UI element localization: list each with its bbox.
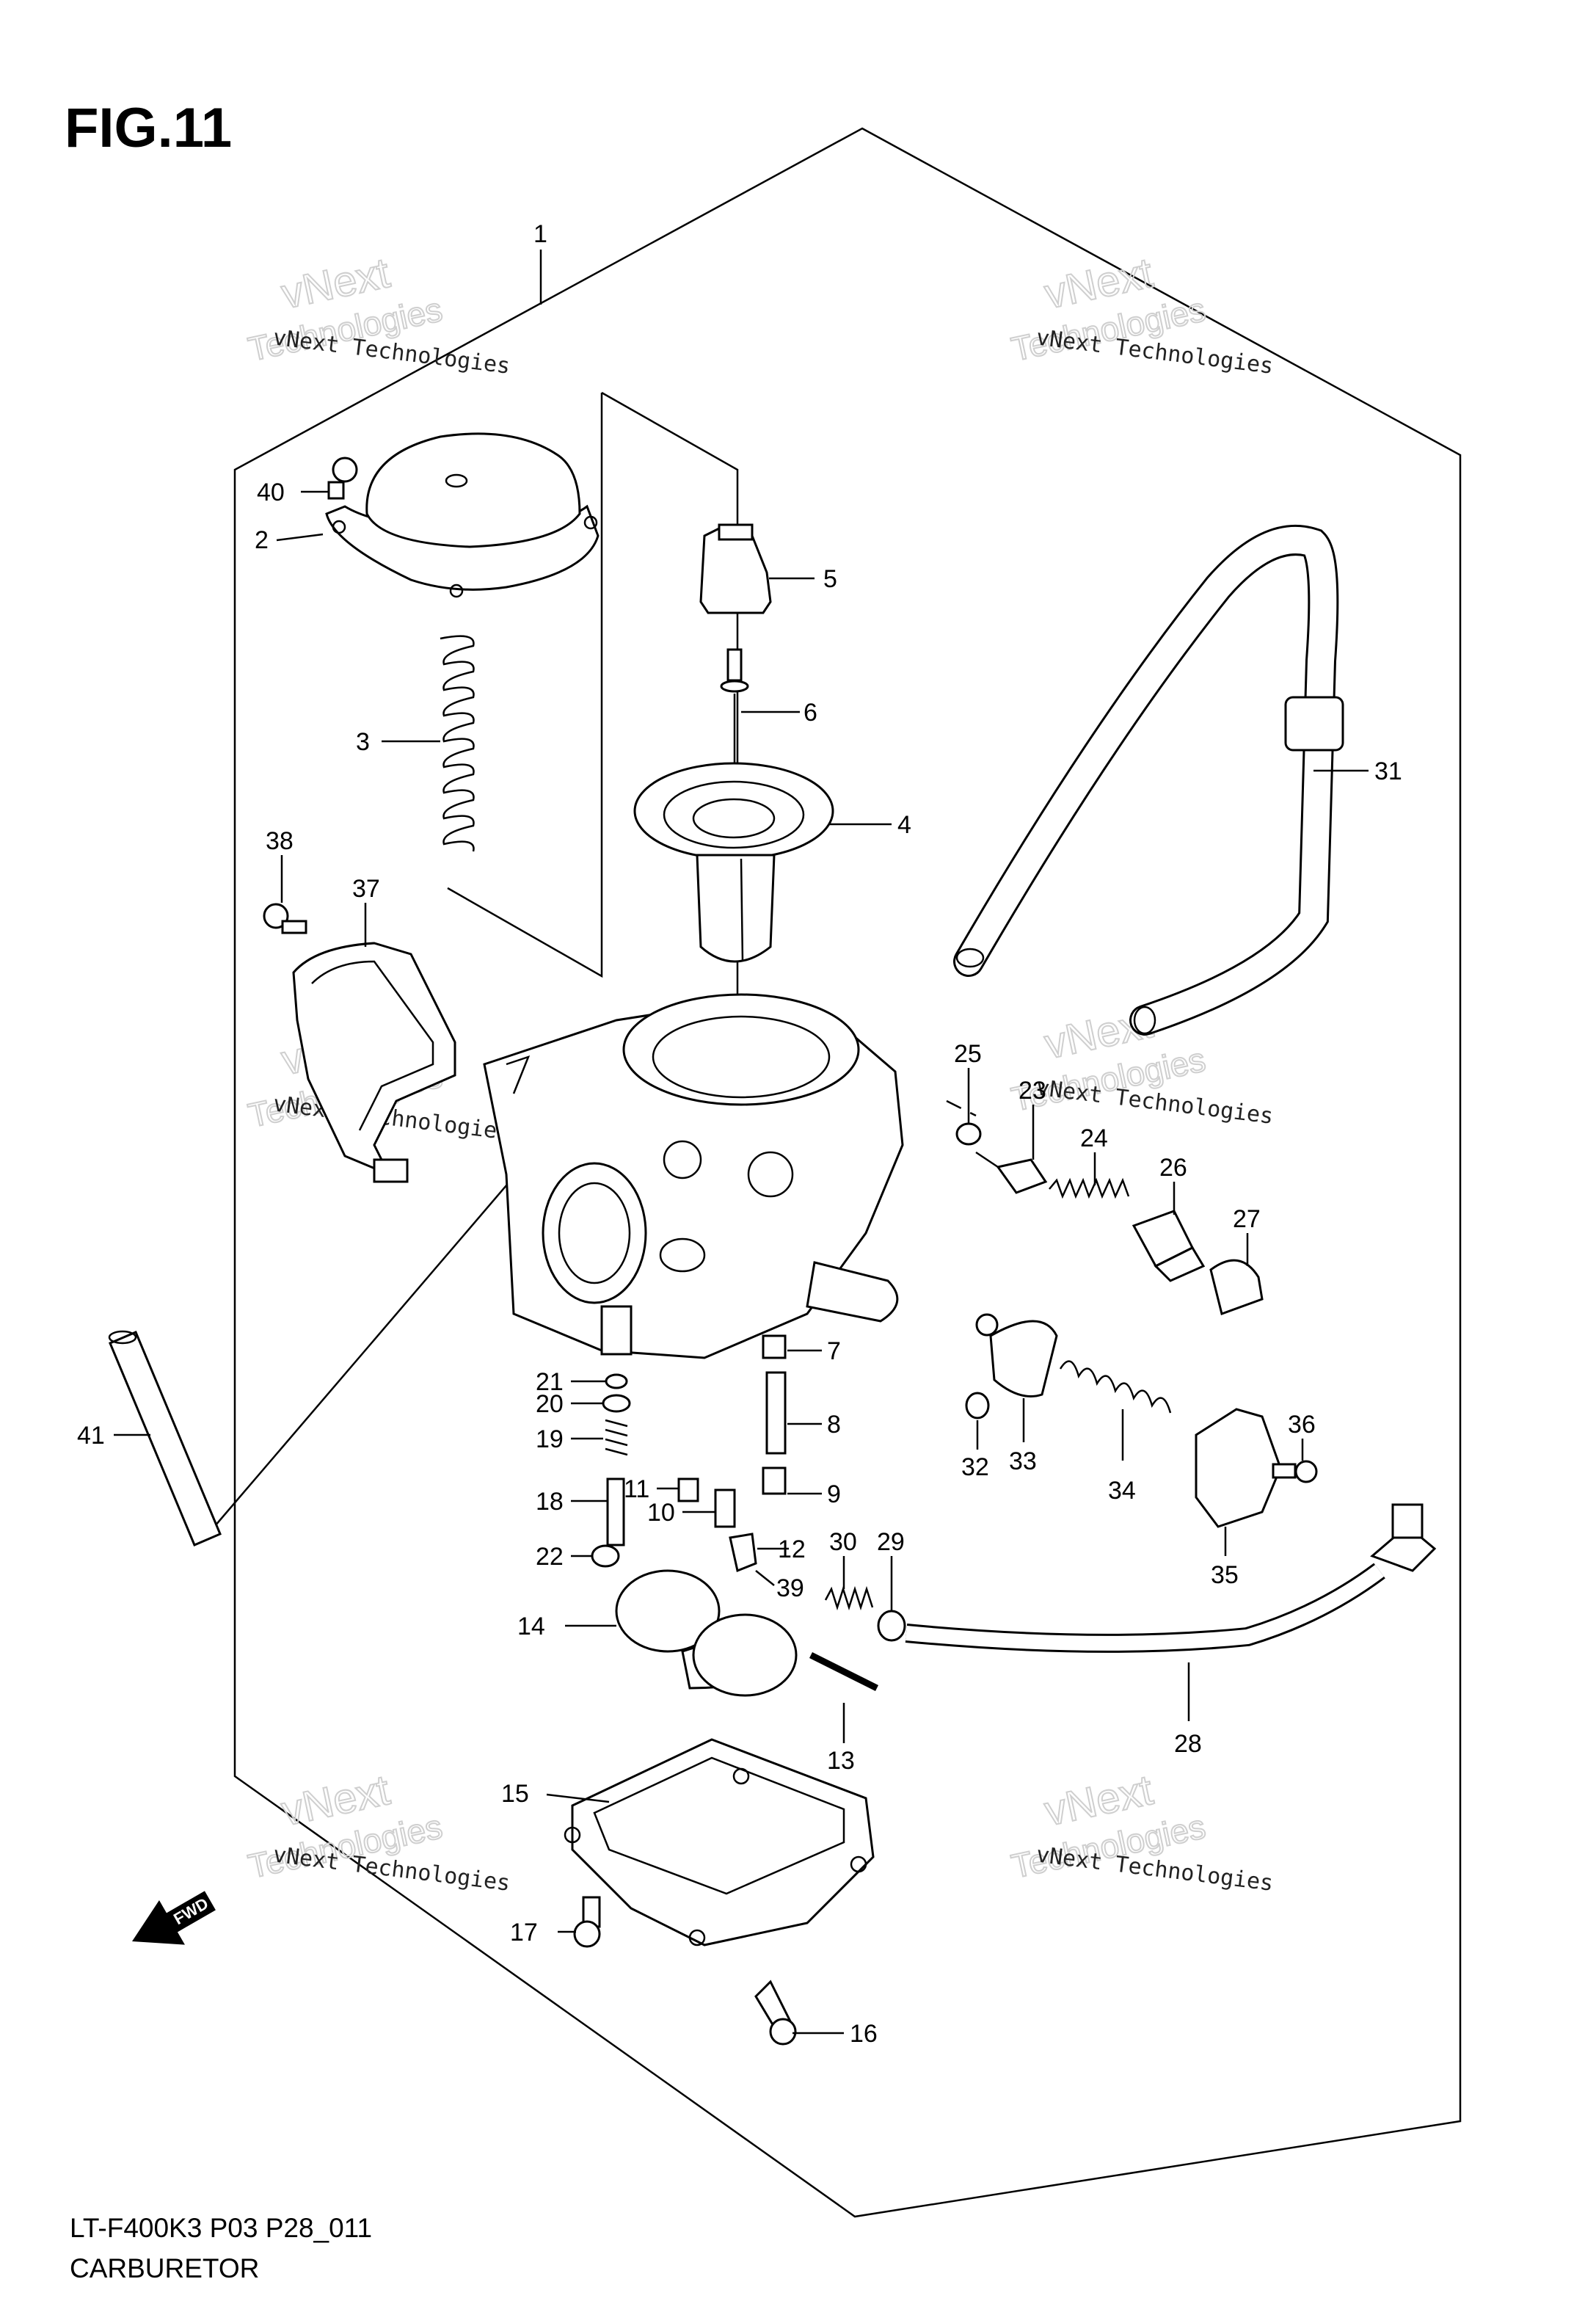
model-code: LT-F400K3 P03 P28_011 [70,2213,372,2243]
diaphragm-part-33 [975,1313,1058,1397]
assembly-guide-line [946,1099,977,1117]
callout-17: 17 [510,1919,538,1946]
callout-34: 34 [1108,1477,1136,1505]
callout-2: 2 [255,526,269,554]
screw-part-40 [327,457,358,500]
float-bowl-part-15 [564,1738,875,1946]
cover-part-35 [1195,1408,1282,1528]
watermark-group: vNext Technologies vNext Technologies vN… [244,248,1275,1897]
spring-part-30 [824,1585,874,1611]
callout-20: 20 [536,1390,564,1418]
diagram-caption: CARBURETOR [70,2253,259,2283]
washer-part-29 [877,1610,906,1642]
callout-8: 8 [827,1411,841,1439]
callout-9: 9 [827,1480,841,1508]
callout-3: 3 [356,728,370,756]
callout-4: 4 [897,811,911,839]
callout-41: 41 [77,1422,105,1450]
cap-part-27 [1209,1259,1264,1315]
diaphragm-part-4 [633,762,834,963]
callout-29: 29 [877,1528,905,1556]
spring-part-3 [440,635,475,852]
small-jets-set [677,1477,757,1573]
watermark: vNext Technologies vNext Technologies [1007,1765,1275,1897]
callout-39: 39 [776,1574,804,1602]
float-part-14 [615,1569,798,1697]
callout-13: 13 [827,1747,855,1775]
callout-28: 28 [1174,1730,1202,1758]
callout-32: 32 [961,1453,989,1481]
throttle-cable-part-28 [905,1503,1437,1653]
top-cover-part [325,432,600,598]
carburetor-body [483,993,904,1359]
figure-title: FIG.11 [65,97,232,159]
callout-33: 33 [1009,1447,1037,1475]
leader-lines [114,250,1369,2035]
spring-part-24 [1049,1177,1130,1199]
callout-21: 21 [536,1368,564,1396]
callout-5: 5 [823,565,837,593]
callout-27: 27 [1233,1205,1261,1233]
callout-23: 23 [1019,1077,1046,1105]
screw-spring-set [591,1373,631,1568]
callout-26: 26 [1159,1154,1187,1182]
float-pin-part-13 [809,1651,879,1692]
spring-part-34 [1059,1360,1172,1414]
callout-24: 24 [1080,1124,1108,1152]
callout-31: 31 [1374,757,1402,785]
callout-11: 11 [624,1475,649,1503]
callout-18: 18 [536,1488,564,1516]
screw-part-38 [263,903,307,934]
o-ring-part-25 [955,1122,982,1146]
clip-part-5 [699,523,772,614]
callout-25: 25 [954,1040,982,1068]
callout-36: 36 [1288,1411,1316,1439]
callout-15: 15 [501,1780,529,1808]
bracket-cover-part-37 [292,942,456,1183]
cap-part-32 [965,1392,990,1419]
assembly-guide-line [447,393,603,978]
callout-6: 6 [804,699,817,727]
screw-part-36 [1272,1460,1318,1483]
callout-14: 14 [517,1613,545,1640]
screw-part-17 [573,1896,601,1948]
callout-labels: 1 2 3 4 5 6 7 8 9 10 11 12 13 14 15 16 1… [77,220,1402,2048]
fitting-part-26 [1132,1210,1206,1282]
callout-7: 7 [827,1337,841,1365]
callout-22: 22 [536,1543,564,1571]
drain-tube-part-41 [108,1330,222,1546]
pilot-screw-part-23 [975,1151,1048,1194]
forward-direction-badge: FWD [132,1891,216,1945]
callout-38: 38 [266,827,294,855]
screw-part-16 [754,1980,797,2046]
watermark: vNext Technologies vNext Technologies [244,1765,511,1897]
watermark: vNext Technologies vNext Technologies [1007,248,1275,379]
callout-12: 12 [778,1535,806,1563]
vent-hose-part-31 [953,525,1344,1036]
callout-16: 16 [850,2020,878,2048]
callout-1: 1 [533,220,547,248]
callout-30: 30 [829,1528,857,1556]
jet-assembly-part-7-8-9 [762,1334,787,1495]
watermark: vNext Technologies vNext Technologies [244,248,511,379]
callout-37: 37 [352,875,380,903]
callout-10: 10 [647,1499,675,1527]
callout-40: 40 [257,479,285,506]
assembly-boundary [233,127,1462,2218]
callout-35: 35 [1211,1561,1239,1589]
callout-19: 19 [536,1425,564,1453]
